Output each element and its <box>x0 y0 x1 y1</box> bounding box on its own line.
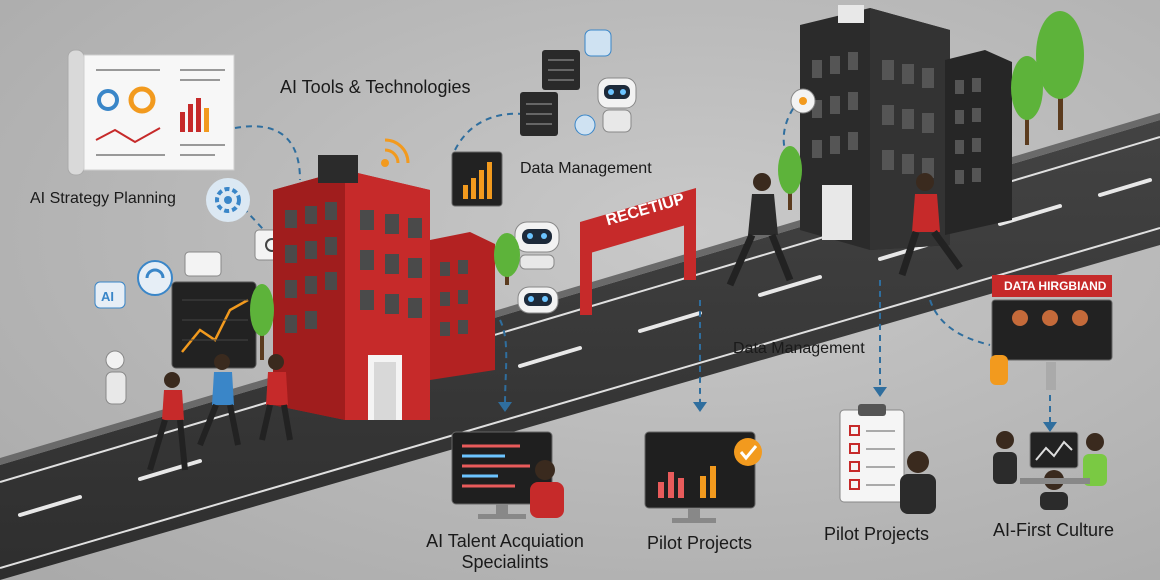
arch-gate <box>580 188 696 315</box>
monitor-code-icon <box>451 431 564 519</box>
label-ai-first-culture: AI-First Culture <box>993 520 1115 540</box>
strategy-board-icon <box>67 49 235 176</box>
dark-building <box>800 5 1012 250</box>
dashboard-monitor-icon <box>644 431 762 523</box>
robot-icon <box>574 77 637 136</box>
label-ai-tools-technologies: AI Tools & Technologies <box>280 77 471 97</box>
svg-text:AI: AI <box>101 289 114 304</box>
label-pilot-projects-1: Pilot Projects <box>647 533 753 553</box>
gear-icon <box>206 178 250 222</box>
label-pilot-projects-2: Pilot Projects <box>824 524 930 544</box>
laptop-chart-icon <box>451 151 503 207</box>
red-building <box>273 155 495 420</box>
line-chart-monitor-icon <box>171 281 257 369</box>
flow-arrowheads <box>498 387 1057 432</box>
tree <box>778 11 1084 210</box>
label-ai-talent-line2: Specialints <box>461 551 549 572</box>
team-desk-icon <box>993 431 1107 510</box>
label-ai-talent-line1: AI Talent Acquiation <box>426 531 584 551</box>
wifi-signal-icon <box>381 138 410 167</box>
robot-icon <box>514 221 560 314</box>
data-board-sign-text: DATA HIRGBIAND <box>1004 279 1107 293</box>
idea-bubble-icon <box>790 88 816 114</box>
label-ai-strategy-planning: AI Strategy Planning <box>30 190 176 207</box>
people-walking <box>105 173 963 471</box>
label-data-management-mid: Data Management <box>733 340 865 357</box>
servers-icon <box>520 29 612 136</box>
tree <box>250 233 520 360</box>
data-board-sign <box>990 275 1113 390</box>
label-ai-talent-acquisition: AI Talent Acquiation Specialints <box>420 531 590 572</box>
checklist-clipboard-icon <box>839 404 936 514</box>
label-data-management-top: Data Management <box>520 160 652 177</box>
